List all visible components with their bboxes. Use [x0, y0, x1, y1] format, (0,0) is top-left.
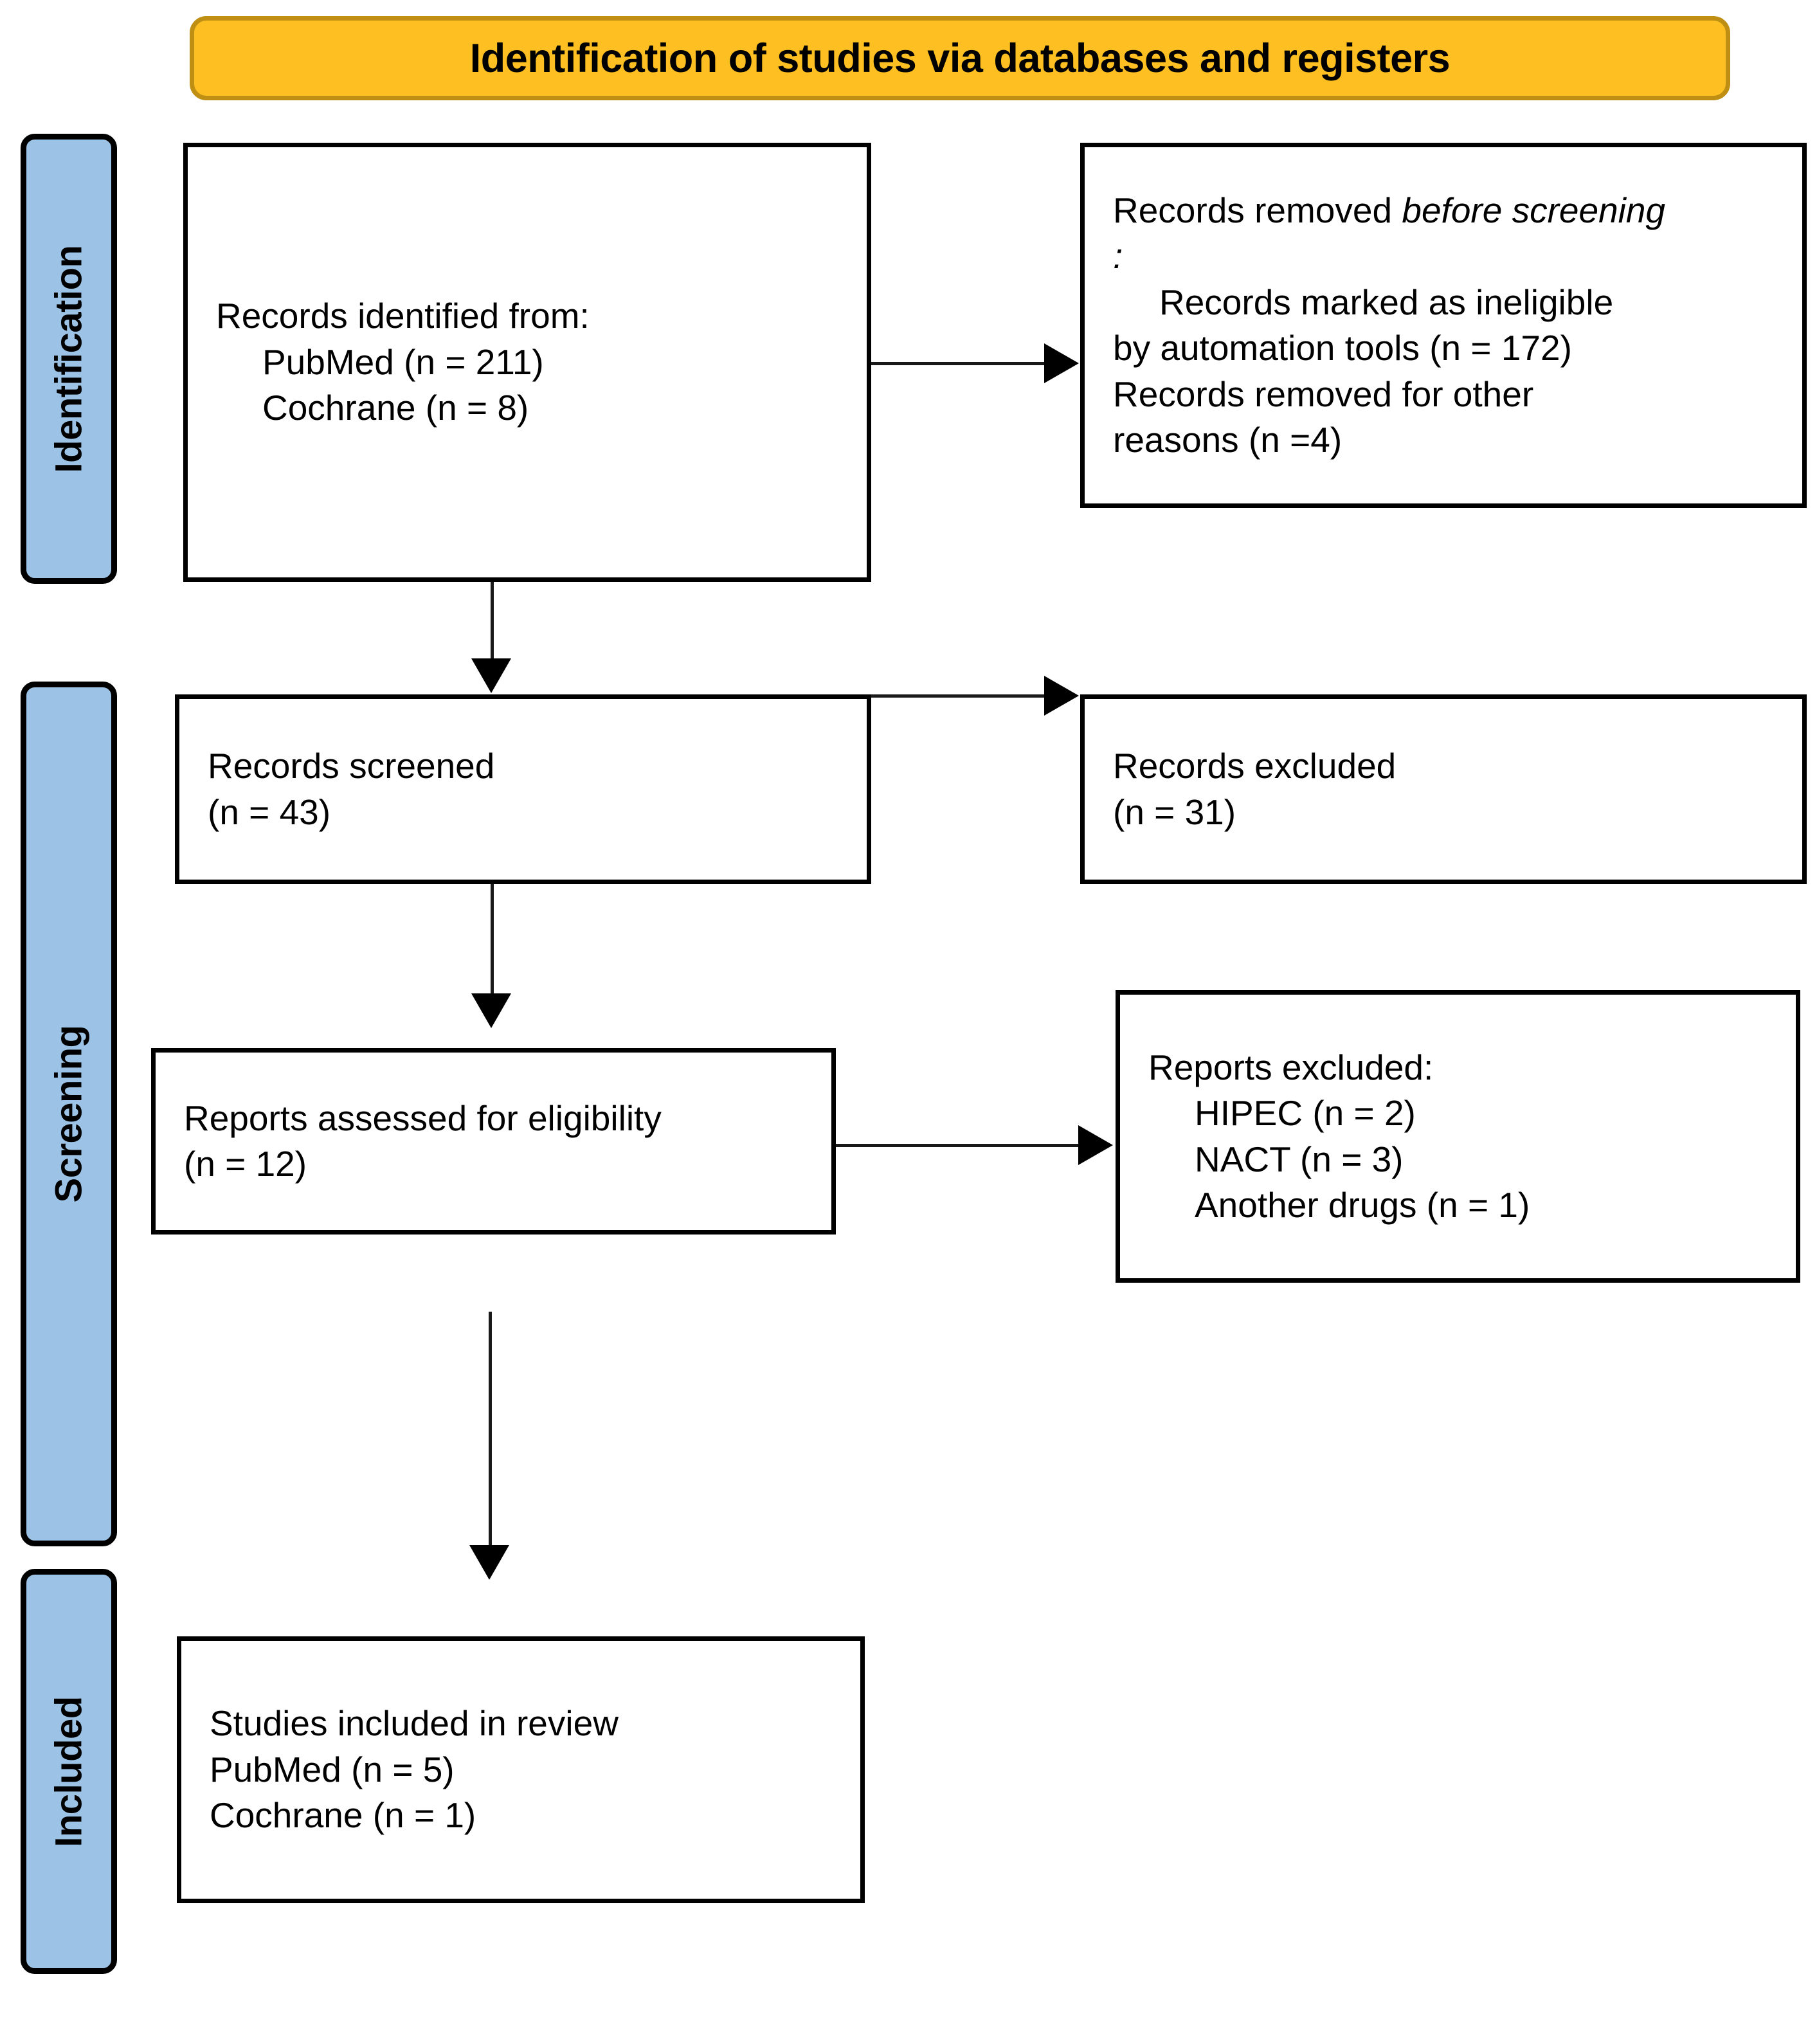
records-screened-line-1: (n = 43): [208, 791, 331, 832]
stage-tab-included: Included: [21, 1569, 117, 1974]
studies-included-heading: Studies included in review: [210, 1703, 619, 1744]
records-identified-pubmed: PubMed (n = 211): [262, 341, 544, 382]
records-screened-line-0: Records screened: [208, 746, 495, 786]
stage-tab-screening: Screening: [21, 682, 117, 1546]
box-reports-assessed-for-eligibility: Reports assessed for eligibility (n = 12…: [151, 1048, 836, 1235]
records-removed-heading-cont: :: [1113, 236, 1123, 276]
records-removed-heading-italic: before screening: [1402, 190, 1666, 230]
box-records-removed-before-screening: Records removed before screening : Recor…: [1080, 143, 1807, 508]
phase-header-title: Identification of studies via databases …: [469, 35, 1451, 81]
records-removed-item-1: by automation tools (n = 172): [1113, 328, 1572, 368]
records-identified-cochrane: Cochrane (n = 8): [262, 388, 529, 428]
reports-excluded-item-hipec: HIPEC (n = 2): [1195, 1093, 1416, 1133]
arrowhead-down-icon: [469, 1545, 509, 1580]
arrow-line: [871, 694, 1046, 698]
studies-included-cochrane: Cochrane (n = 1): [210, 1795, 476, 1836]
reports-excluded-heading: Reports excluded:: [1148, 1047, 1434, 1087]
records-removed-item-3: reasons (n =4): [1113, 420, 1342, 460]
arrow-line: [871, 362, 1046, 365]
records-removed-item-2: Records removed for other: [1113, 374, 1534, 414]
studies-included-pubmed: PubMed (n = 5): [210, 1749, 455, 1789]
box-records-screened: Records screened (n = 43): [175, 694, 871, 884]
reports-excluded-item-another-drugs: Another drugs (n = 1): [1195, 1185, 1530, 1225]
phase-header-banner: Identification of studies via databases …: [190, 16, 1730, 100]
eligibility-line-0: Reports assessed for eligibility: [184, 1098, 662, 1138]
arrowhead-right-icon: [1044, 343, 1079, 383]
records-identified-heading: Records identified from:: [216, 296, 590, 336]
records-removed-item-0: Records marked as ineligible: [1159, 282, 1614, 322]
reports-excluded-item-nact: NACT (n = 3): [1195, 1139, 1404, 1179]
arrowhead-right-icon: [1044, 676, 1079, 716]
arrow-line: [836, 1144, 1080, 1147]
box-reports-excluded: Reports excluded: HIPEC (n = 2) NACT (n …: [1116, 990, 1800, 1283]
arrow-line: [489, 1312, 492, 1547]
arrow-line: [491, 582, 494, 660]
eligibility-line-1: (n = 12): [184, 1144, 307, 1184]
box-records-identified: Records identified from: PubMed (n = 211…: [183, 143, 871, 582]
records-excluded-line-1: (n = 31): [1113, 791, 1236, 832]
stage-tab-identification: Identification: [21, 134, 117, 584]
arrowhead-down-icon: [471, 658, 511, 693]
stage-tab-screening-label: Screening: [48, 1025, 90, 1203]
stage-tab-included-label: Included: [48, 1696, 90, 1847]
box-records-excluded: Records excluded (n = 31): [1080, 694, 1807, 884]
box-studies-included: Studies included in review PubMed (n = 5…: [177, 1636, 865, 1903]
arrowhead-right-icon: [1078, 1125, 1113, 1165]
stage-tab-identification-label: Identification: [48, 245, 90, 473]
records-removed-heading: Records removed before screening: [1113, 190, 1666, 230]
arrow-line: [491, 884, 494, 995]
records-excluded-line-0: Records excluded: [1113, 746, 1397, 786]
arrowhead-down-icon: [471, 993, 511, 1028]
